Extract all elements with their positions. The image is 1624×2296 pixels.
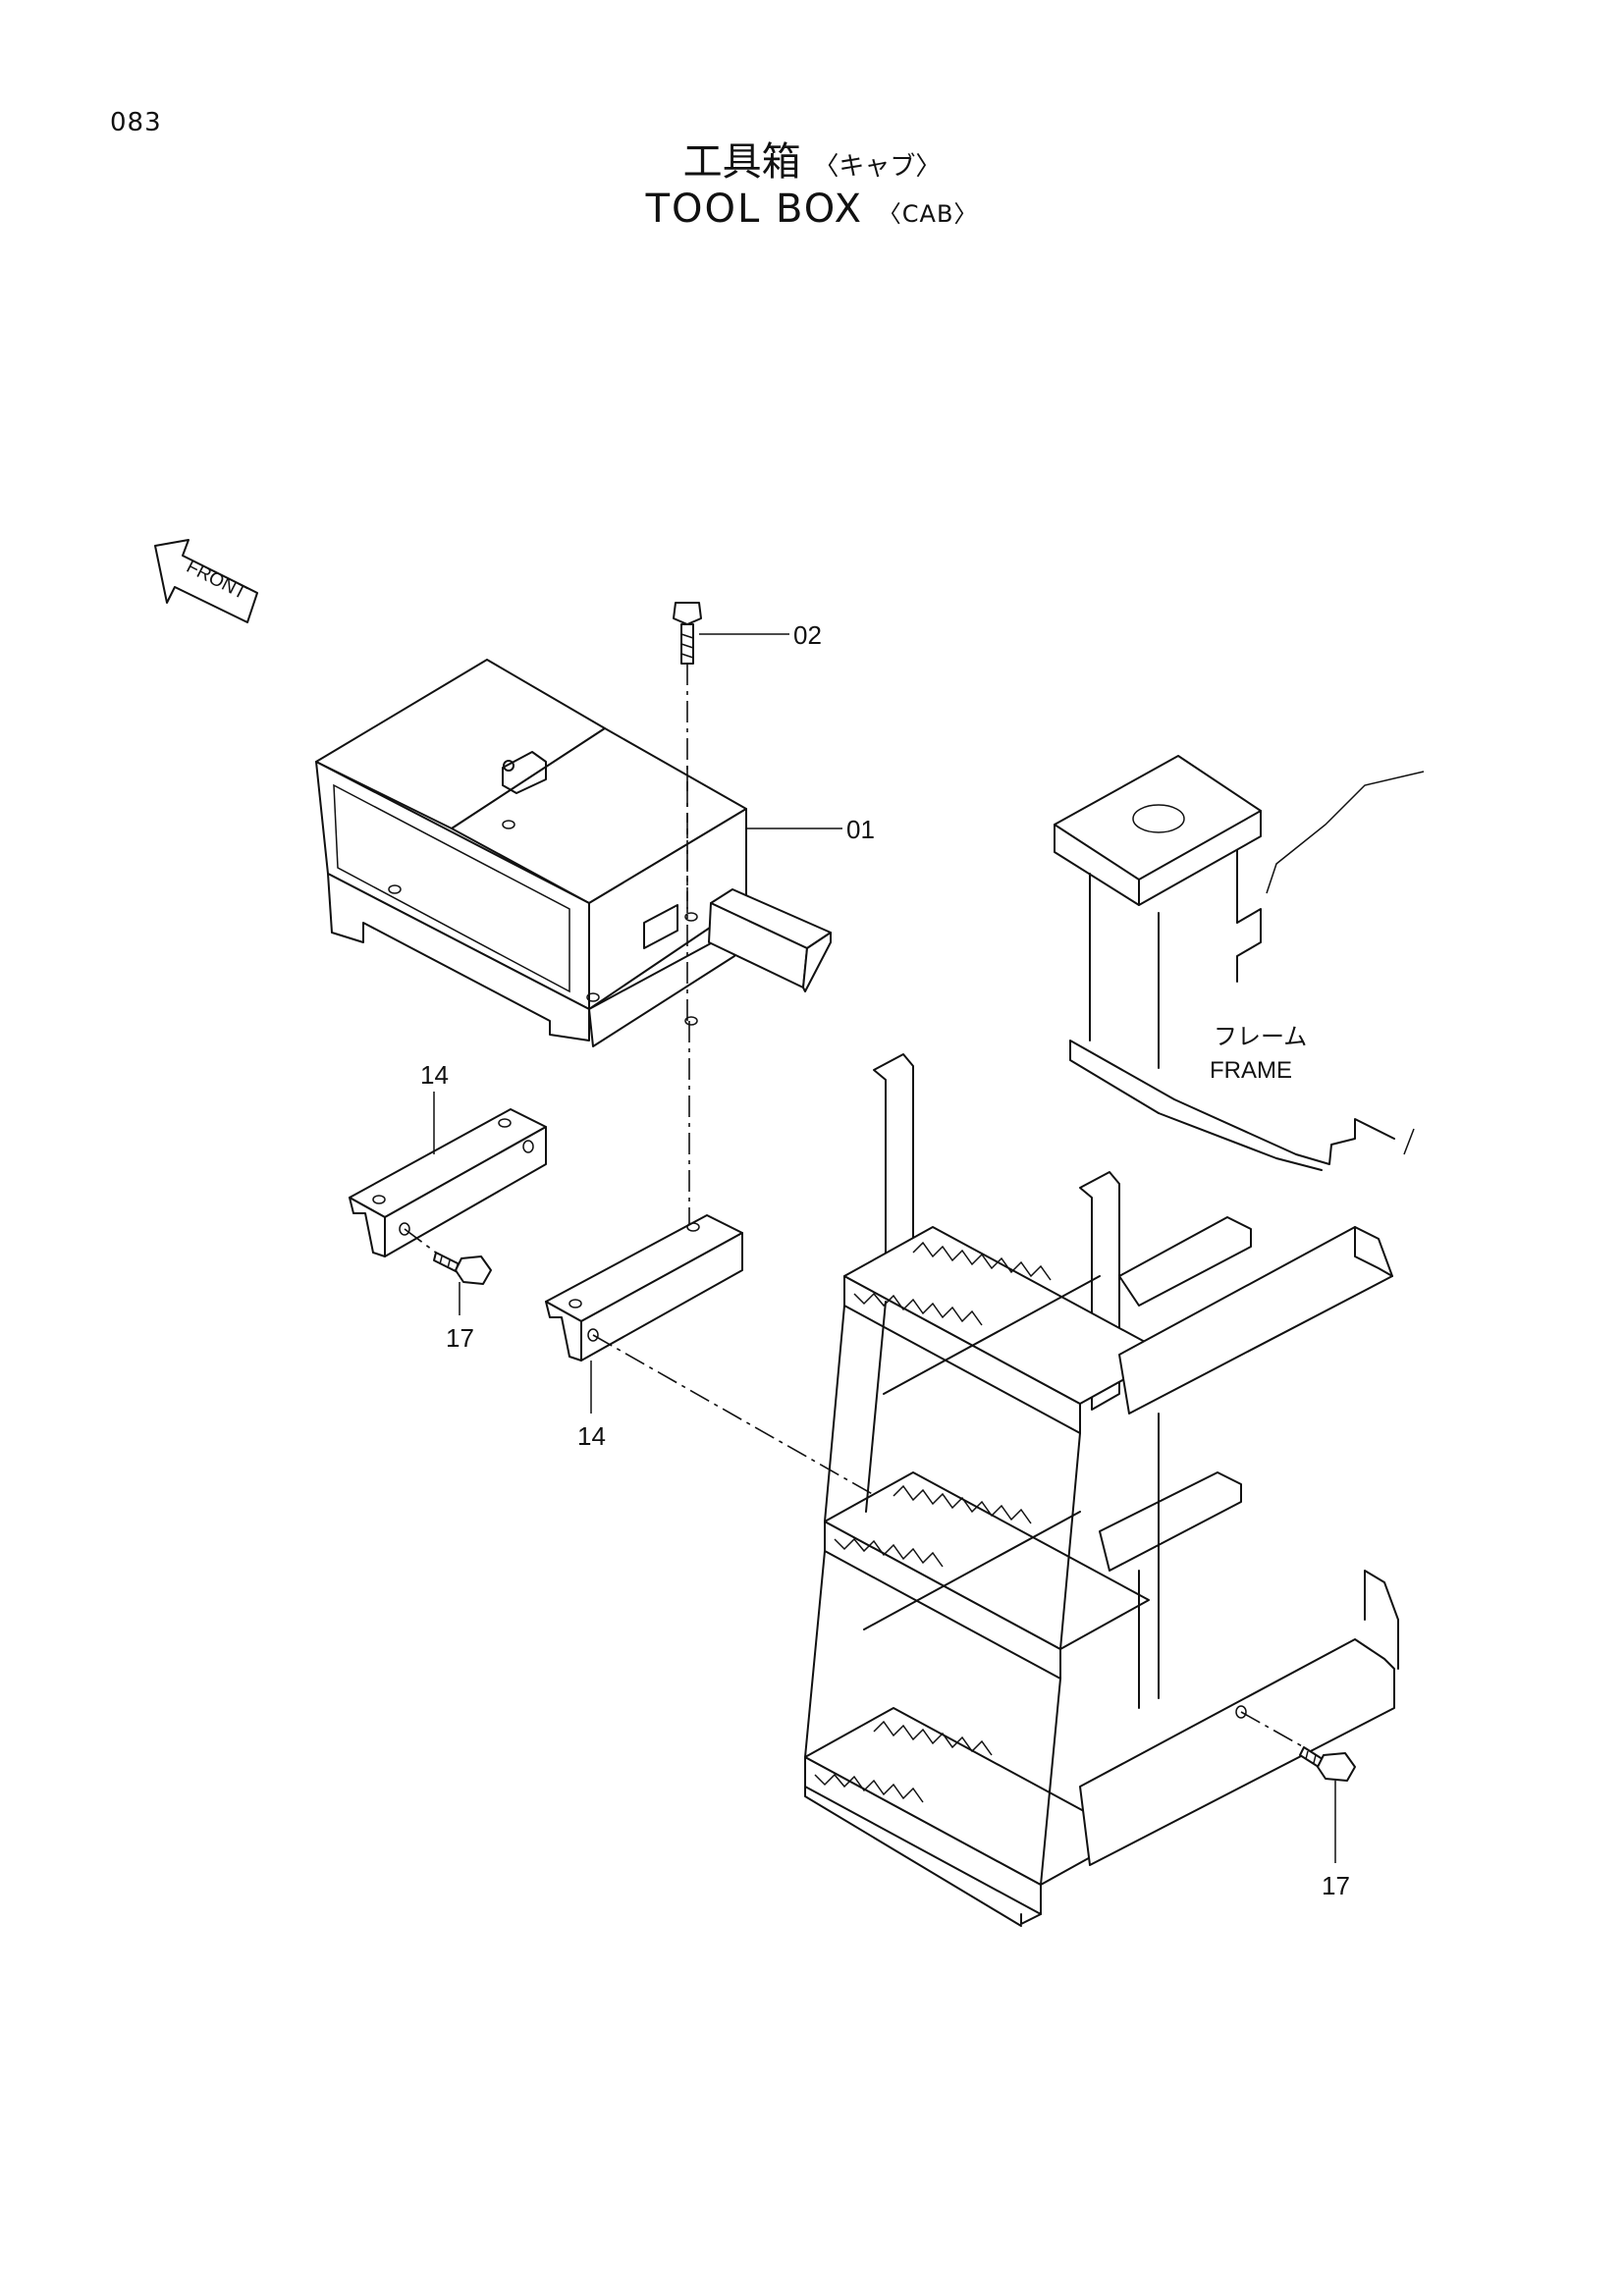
leader-lines — [433, 633, 1336, 1863]
bracket-14-left — [349, 1108, 547, 1257]
title-jp-sub: 〈キャブ〉 — [813, 152, 942, 182]
page-number: 083 — [110, 108, 162, 137]
centerline-17r — [1240, 1711, 1305, 1748]
title-en-main: TOOL BOX — [645, 187, 864, 232]
front-arrow-label: FRONT — [183, 557, 249, 605]
frame-label-en: FRAME — [1210, 1057, 1292, 1084]
centerline-17l — [404, 1228, 437, 1254]
support-arms — [1079, 1216, 1399, 1866]
title-en-sub: 〈CAB〉 — [877, 200, 979, 228]
title-english: TOOL BOX 〈CAB〉 — [0, 187, 1624, 232]
front-arrow-icon: FRONT — [154, 539, 258, 623]
bracket-14-right — [545, 1214, 743, 1362]
callout-01: 01 — [846, 815, 875, 844]
step-ladder — [804, 1053, 1169, 1927]
callout-14-left: 14 — [420, 1060, 449, 1090]
callout-17-left: 17 — [446, 1323, 474, 1353]
callout-17-right: 17 — [1322, 1871, 1350, 1900]
title-jp-main: 工具箱 — [682, 139, 801, 185]
bolt-17-right-icon — [1299, 1746, 1356, 1782]
frame-column — [1054, 755, 1425, 1171]
tool-box — [315, 659, 832, 1047]
bolt-17-left-icon — [433, 1252, 492, 1285]
title-japanese: 工具箱 〈キャブ〉 — [0, 130, 1624, 187]
frame-label-jp: フレーム — [1214, 1024, 1307, 1050]
callout-14-right: 14 — [577, 1421, 606, 1451]
callout-02: 02 — [793, 620, 822, 650]
centerline-step — [592, 1334, 904, 1513]
bolt-02-icon — [673, 602, 702, 665]
